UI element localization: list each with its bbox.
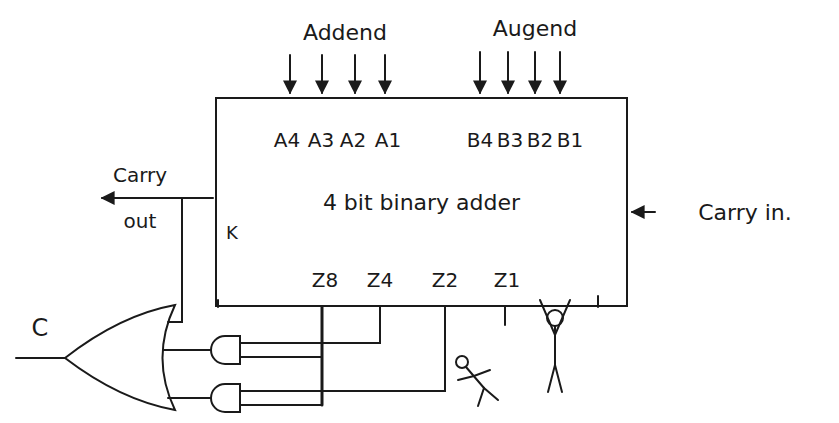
stick-figure xyxy=(540,300,570,392)
z4-wire xyxy=(240,307,380,343)
signal-name: K xyxy=(226,222,238,243)
z8-and2-wire xyxy=(240,404,322,406)
box-title: 4 bit binary adder xyxy=(323,190,520,215)
and-or-wire xyxy=(163,349,211,351)
signal-name: Z8 xyxy=(312,268,338,292)
carry-out-arrow xyxy=(102,197,213,199)
signal-name: Carry in. xyxy=(698,200,792,225)
input-arrows xyxy=(290,52,560,93)
pin-name: A3 xyxy=(308,128,334,152)
pin-name: B4 xyxy=(467,128,493,152)
pin-name: B1 xyxy=(557,128,583,152)
or-gate xyxy=(65,305,175,410)
z1-stub xyxy=(504,307,506,325)
pin-name: A1 xyxy=(375,128,401,152)
signal-name: Z1 xyxy=(494,268,520,292)
pin-name: A4 xyxy=(274,128,300,152)
z8-and1-wire xyxy=(240,356,322,358)
output-wire xyxy=(16,357,65,359)
and-gate xyxy=(211,336,240,364)
z2-wire xyxy=(240,307,445,391)
carry-in-arrow xyxy=(632,211,655,213)
signal-name: Z4 xyxy=(367,268,393,292)
pin-name: B2 xyxy=(527,128,553,152)
signal-name: C xyxy=(32,314,49,342)
pin-name: A2 xyxy=(340,128,366,152)
and-or-wire xyxy=(168,397,211,399)
pin-name: B3 xyxy=(497,128,523,152)
and-gate xyxy=(211,384,240,412)
carry-wire xyxy=(168,198,182,322)
operand-label: Augend xyxy=(493,16,577,41)
signal-name: Carry out xyxy=(105,152,175,244)
stick-figure xyxy=(456,356,498,406)
operand-label: Addend xyxy=(303,20,387,45)
signal-name: Z2 xyxy=(432,268,458,292)
